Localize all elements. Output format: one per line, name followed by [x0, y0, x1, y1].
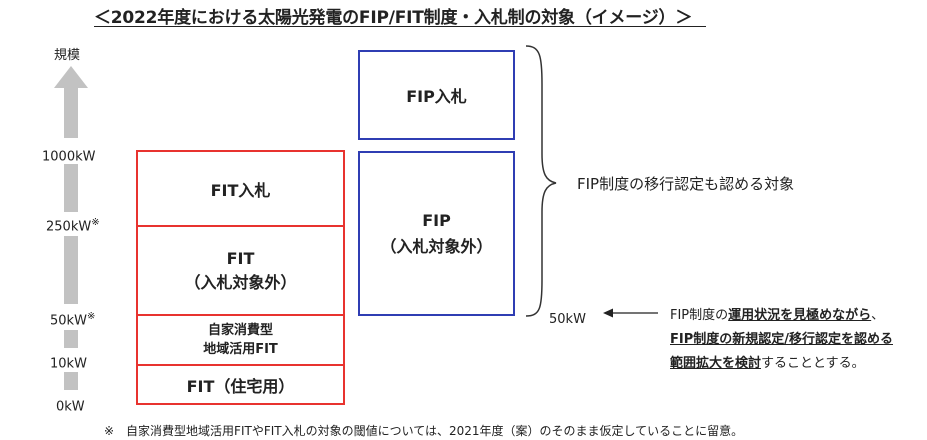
tick-250kw: 250kW※: [46, 217, 100, 235]
fip-non-auction-label: （入札対象外）: [380, 236, 493, 256]
right-brace-icon: [525, 45, 557, 317]
self-consumption-fit-box: 自家消費型 地域活用FIT: [136, 314, 345, 366]
fit-auction-box: FIT入札: [136, 150, 345, 227]
fip-auction-box: FIP入札: [358, 50, 515, 140]
tick-1000kw: 1000kW: [42, 149, 96, 165]
threshold-50kw-label: 50kW: [549, 312, 586, 327]
fit-label: FIT: [226, 248, 255, 268]
scale-bar-segment-3: [64, 236, 78, 304]
title-underline: [94, 26, 706, 27]
fit-auction-label: FIT入札: [210, 180, 271, 200]
fit-non-auction-label: （入札対象外）: [184, 272, 297, 292]
left-arrow-icon: [603, 308, 658, 318]
note-line-2: FIP制度の新規認定/移行認定を認める: [670, 332, 893, 347]
scale-bar-segment-4: [64, 330, 78, 348]
scale-bar-segment-2: [64, 164, 78, 212]
fit-non-auction-box: FIT （入札対象外）: [136, 225, 345, 316]
fip-label: FIP: [422, 210, 451, 230]
residential-fit-label: FIT（住宅用）: [186, 376, 295, 396]
fip-auction-label: FIP入札: [406, 87, 467, 106]
self-consumption-label: 自家消費型: [207, 323, 273, 338]
scale-label: 規模: [54, 48, 81, 63]
fip-non-auction-box: FIP （入札対象外）: [358, 151, 515, 316]
tick-10kw: 10kW: [50, 356, 87, 372]
regional-fit-label: 地域活用FIT: [203, 342, 278, 357]
residential-fit-box: FIT（住宅用）: [136, 364, 345, 405]
scale-bar-segment-1: [64, 88, 78, 138]
page-title: ＜2022年度における太陽光発電のFIP/FIT制度・入札制の対象（イメージ）＞: [94, 8, 693, 28]
scale-arrow-head-icon: [54, 66, 88, 88]
note-line-3: 範囲拡大を検討することとする。: [670, 356, 865, 371]
note-line-1: FIP制度の運用状況を見極めながら、: [670, 308, 885, 323]
tick-0kw: 0kW: [56, 399, 85, 415]
scale-bar-segment-5: [64, 372, 78, 390]
footnote: ※ 自家消費型地域活用FITやFIT入札の対象の閾値については、2021年度（案…: [104, 424, 744, 438]
fip-transition-text: FIP制度の移行認定も認める対象: [577, 175, 795, 193]
tick-50kw: 50kW※: [50, 311, 96, 329]
